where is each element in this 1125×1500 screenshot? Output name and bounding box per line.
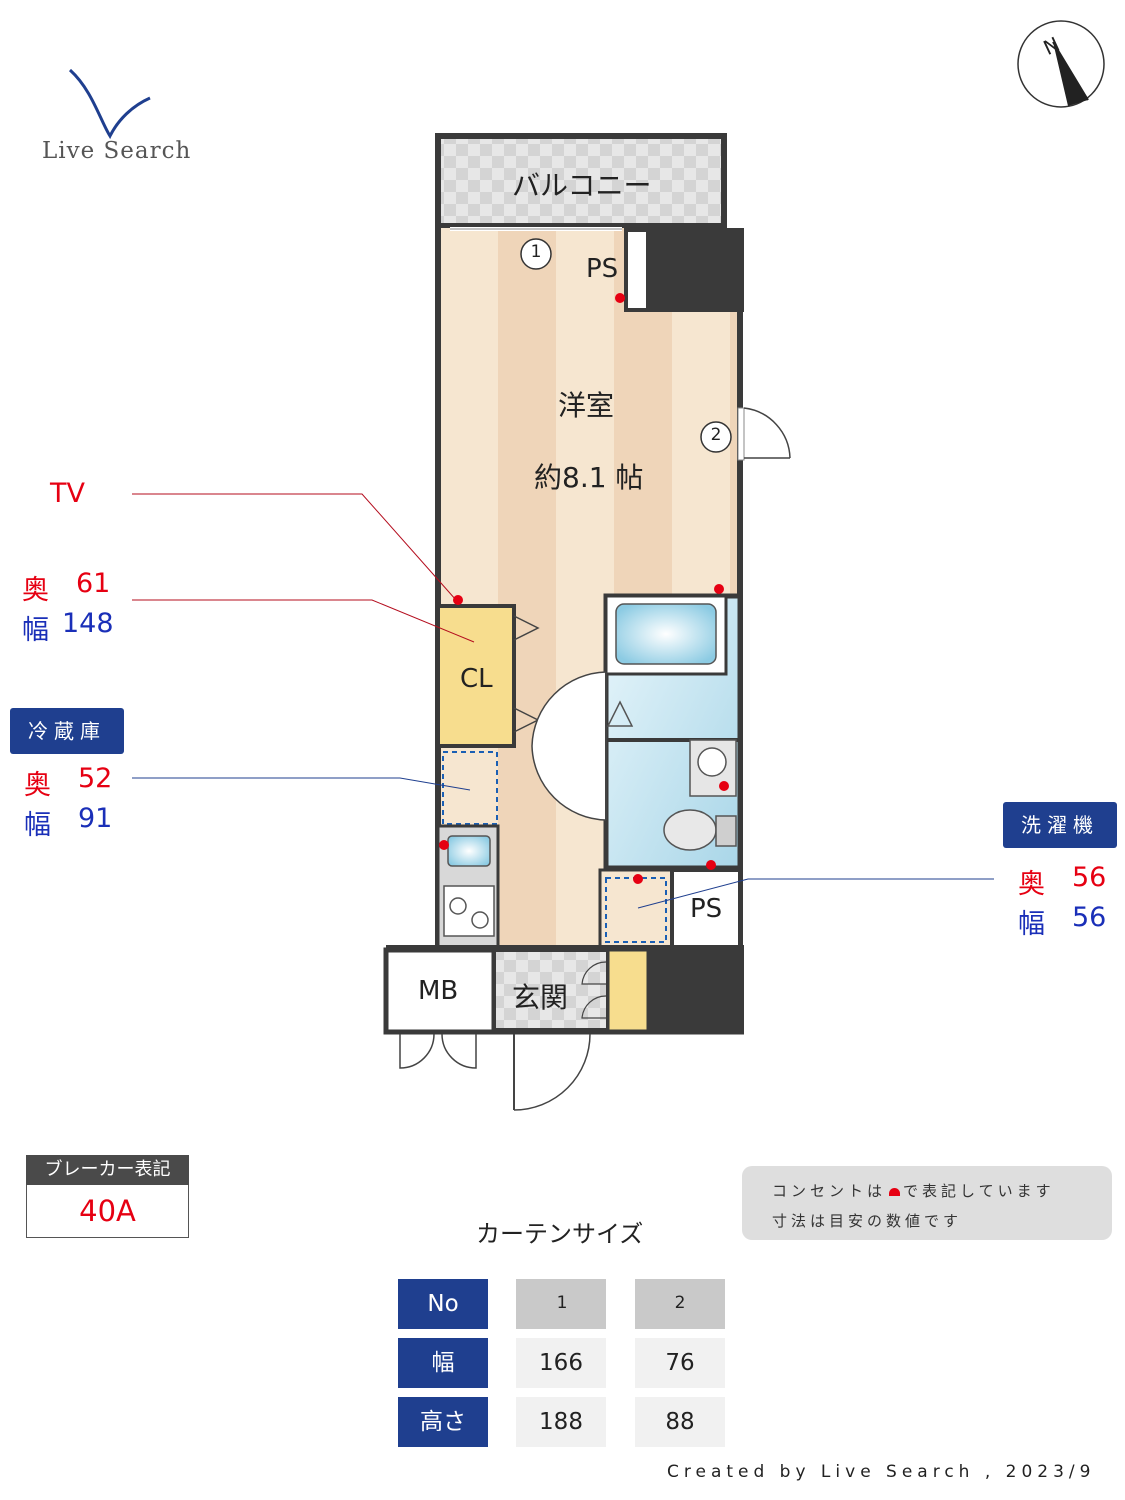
- notes-box: コンセントはで表記しています 寸法は目安の数値です: [742, 1166, 1112, 1240]
- tv-width-label: 幅: [22, 615, 49, 646]
- breaker-value: 40A: [26, 1185, 189, 1238]
- notes-line-2: 寸法は目安の数値です: [772, 1212, 963, 1230]
- window-marker-2: [700, 421, 732, 453]
- window-marker-1: [520, 238, 552, 270]
- curtain-header-height: 高さ: [398, 1397, 488, 1447]
- western-room-label: 洋室: [558, 389, 615, 422]
- curtain-header-no: No: [398, 1279, 488, 1329]
- logo-text: Live Search: [42, 138, 192, 164]
- fridge-depth-value: 52: [78, 763, 113, 794]
- curtain-col2-no: 2: [635, 1279, 725, 1329]
- washer-width-value: 56: [1072, 902, 1107, 933]
- mb-label: MB: [418, 976, 459, 1006]
- washer-width-label: 幅: [1018, 909, 1045, 940]
- bath-unit: [603, 593, 743, 871]
- fridge-depth-label: 奥: [24, 770, 51, 801]
- fridge-tag: 冷蔵庫: [10, 708, 124, 754]
- fridge-width-value: 91: [78, 803, 113, 834]
- washer-leader-line: [637, 878, 994, 909]
- tv-depth-label: 奥: [22, 575, 49, 606]
- window-marker-1-label: 1: [530, 242, 542, 262]
- outlet-markers: [439, 293, 729, 884]
- bath-door-swing: [531, 671, 607, 821]
- mb-door-swings: [399, 1033, 477, 1069]
- entrance-label: 玄関: [512, 981, 569, 1014]
- window-marker-2-label: 2: [710, 425, 722, 445]
- side-window-swing: [737, 407, 791, 461]
- curtain-header-width: 幅: [398, 1338, 488, 1388]
- notes-line-1: コンセントはで表記しています: [772, 1182, 1055, 1200]
- curtain-title: カーテンサイズ: [476, 1220, 644, 1248]
- tv-label: TV: [50, 478, 85, 509]
- washer-tag: 洗濯機: [1003, 802, 1117, 848]
- tv-depth-value: 61: [76, 568, 111, 599]
- curtain-col2-width: 76: [635, 1338, 725, 1388]
- fridge-slot: [442, 751, 498, 825]
- tv-width-value: 148: [62, 608, 114, 639]
- shoe-cabinet: [606, 948, 650, 1034]
- curtain-col2-height: 88: [635, 1397, 725, 1447]
- fridge-leader-line: [132, 777, 471, 791]
- tv-leader-line: [132, 493, 475, 643]
- fridge-width-label: 幅: [24, 810, 51, 841]
- western-room-size: 約8.1 帖: [534, 461, 644, 494]
- washer-depth-label: 奥: [1018, 869, 1045, 900]
- curtain-col1-width: 166: [516, 1338, 606, 1388]
- entrance-door-swing: [513, 961, 607, 1111]
- curtain-col1-height: 188: [516, 1397, 606, 1447]
- ps-shaft-top: [624, 228, 744, 312]
- washer-depth-value: 56: [1072, 862, 1107, 893]
- ps-bottom-label: PS: [690, 894, 723, 924]
- balcony-label: バルコニー: [512, 169, 652, 202]
- compass-icon: [1017, 20, 1105, 108]
- outlet-icon: [889, 1188, 901, 1196]
- closet-label: CL: [460, 664, 493, 694]
- closet: [436, 604, 540, 748]
- curtain-col1-no: 1: [516, 1279, 606, 1329]
- wall-block-bottom: [648, 948, 744, 1034]
- ps-top-label: PS: [586, 254, 619, 284]
- breaker-header: ブレーカー表記: [26, 1155, 189, 1185]
- logo-mark-icon: [68, 68, 151, 140]
- balcony-area: [435, 133, 727, 229]
- credit-line: Created by Live Search , 2023/9: [667, 1462, 1096, 1482]
